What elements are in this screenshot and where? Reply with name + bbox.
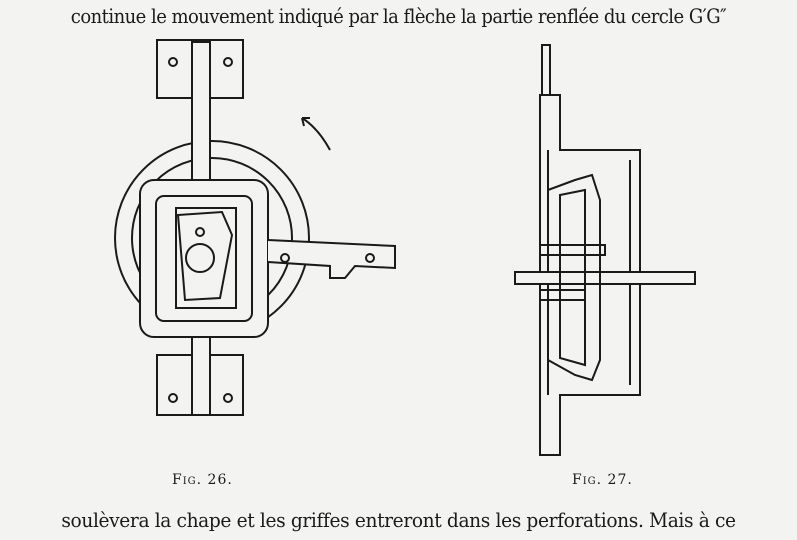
figure-27-drawing	[514, 44, 696, 456]
figure-26-caption: Fig. 26.	[172, 472, 233, 488]
body-text-bottom-line: soulèvera la chape et les griffes entrer…	[61, 508, 736, 532]
body-text-top-line: continue le mouvement indiqué par la flè…	[70, 4, 727, 28]
side-housing	[539, 94, 641, 456]
shaft	[514, 271, 696, 285]
chape-frame	[139, 179, 269, 338]
lever-arm	[267, 239, 396, 279]
figure-27-caption: Fig. 27.	[572, 472, 633, 488]
wheel-profile	[547, 173, 601, 382]
figure-26-drawing	[114, 39, 396, 416]
cam-axle	[185, 243, 215, 273]
rotation-arrow	[301, 117, 331, 151]
